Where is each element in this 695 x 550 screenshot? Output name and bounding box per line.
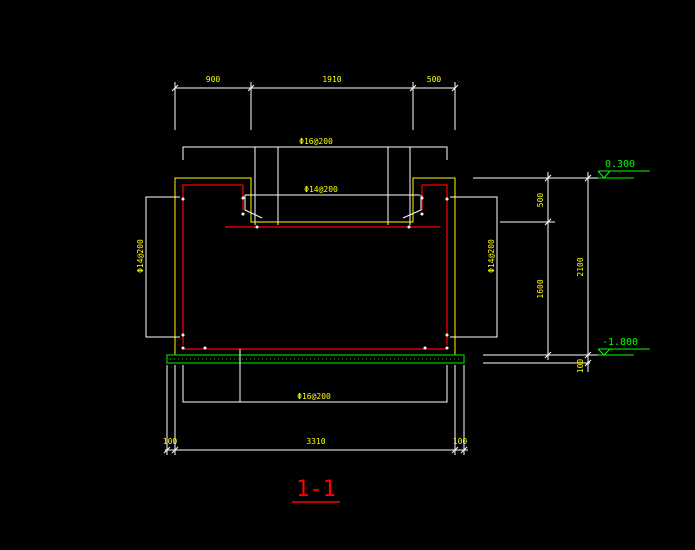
dim-top-left: 900	[206, 75, 221, 84]
dim-top-right: 500	[427, 75, 442, 84]
elevation-marker-bottom	[597, 348, 650, 356]
right-dimension-chain	[473, 172, 600, 372]
bottom-rebar-leader	[182, 349, 448, 403]
rebar-cage	[182, 184, 448, 350]
label-top-main-rebar: Φ16@200	[299, 137, 333, 146]
concrete-outline	[174, 177, 456, 355]
label-right-wall-rebar: Φ14@200	[487, 239, 496, 273]
label-top-inner-rebar: Φ14@200	[304, 185, 338, 194]
bottom-dimension-chain	[163, 365, 468, 455]
section-title: 1-1	[296, 477, 336, 502]
top-rebar-leader	[182, 146, 448, 225]
dim-right-lower: 1600	[536, 279, 545, 298]
elevation-top-label: 0.300	[605, 159, 635, 170]
dim-top-middle: 1910	[322, 75, 341, 84]
elevation-marker-top	[597, 170, 650, 179]
wall-rebar-leaders	[145, 196, 498, 338]
dim-bottom-left: 100	[163, 437, 178, 446]
cushion-layer	[166, 354, 465, 364]
rebar-dots	[181, 196, 449, 350]
dim-right-total: 2100	[576, 257, 585, 276]
label-left-wall-rebar: Φ14@200	[136, 239, 145, 273]
dim-right-upper: 500	[536, 193, 545, 208]
label-bottom-main-rebar: Φ16@200	[297, 392, 331, 401]
haunch-lines	[244, 194, 422, 219]
elevation-bottom-label: -1.800	[602, 337, 638, 348]
top-dimension-chain	[171, 82, 459, 130]
dim-right-bottom: 100	[576, 359, 585, 374]
dim-bottom-total: 3310	[306, 437, 325, 446]
dim-bottom-right: 100	[453, 437, 468, 446]
